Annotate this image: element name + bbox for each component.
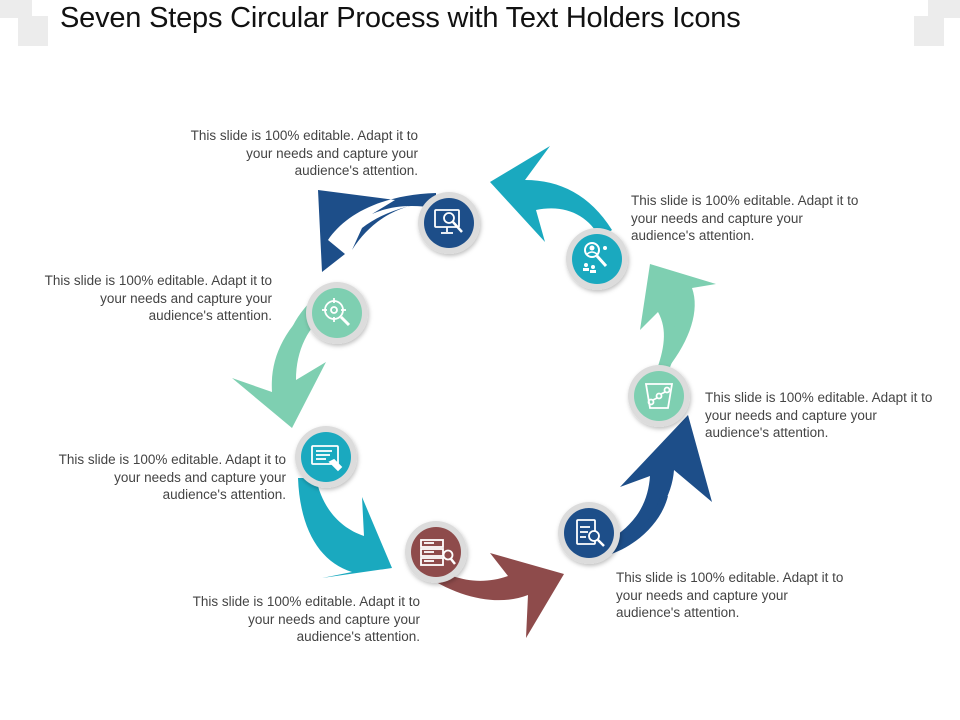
step-7-text: This slide is 100% editable. Adapt it to…: [44, 273, 272, 323]
step-3-node: [628, 365, 690, 427]
step-6-text: This slide is 100% editable. Adapt it to…: [58, 452, 286, 502]
files-search-icon: [420, 539, 456, 566]
step-5-text: This slide is 100% editable. Adapt it to…: [192, 594, 420, 644]
corner-decoration-top-left: [0, 0, 32, 18]
step-3-text: This slide is 100% editable. Adapt it to…: [705, 390, 933, 440]
page-title: Seven Steps Circular Process with Text H…: [60, 2, 741, 34]
monitor-search-icon: [434, 209, 463, 234]
step-2-text: This slide is 100% editable. Adapt it to…: [631, 193, 859, 243]
corner-decoration-top-right: [928, 0, 960, 18]
card-pointer-icon: [311, 445, 343, 472]
step-4-node: [558, 502, 620, 564]
step-1-text: This slide is 100% editable. Adapt it to…: [190, 128, 418, 178]
corner-decoration-top-right-inner: [914, 16, 944, 46]
step-5-node: [405, 521, 467, 583]
step-2-node: [566, 228, 628, 290]
arrow-step-5: [420, 553, 564, 638]
step-6-node: [295, 426, 357, 488]
arrow-step-2: [490, 146, 612, 242]
target-search-icon: [322, 298, 351, 327]
arrow-step-6: [298, 478, 392, 578]
corner-decoration-top-left-inner: [18, 16, 48, 46]
people-search-icon: [583, 242, 608, 273]
route-map-icon: [644, 383, 674, 409]
arrow-step-3: [640, 264, 716, 372]
step-1-node: [418, 192, 480, 254]
step-4-text: This slide is 100% editable. Adapt it to…: [616, 570, 844, 620]
document-search-icon: [576, 519, 605, 547]
arrow-step-1: [318, 190, 436, 272]
step-7-node: [306, 282, 368, 344]
